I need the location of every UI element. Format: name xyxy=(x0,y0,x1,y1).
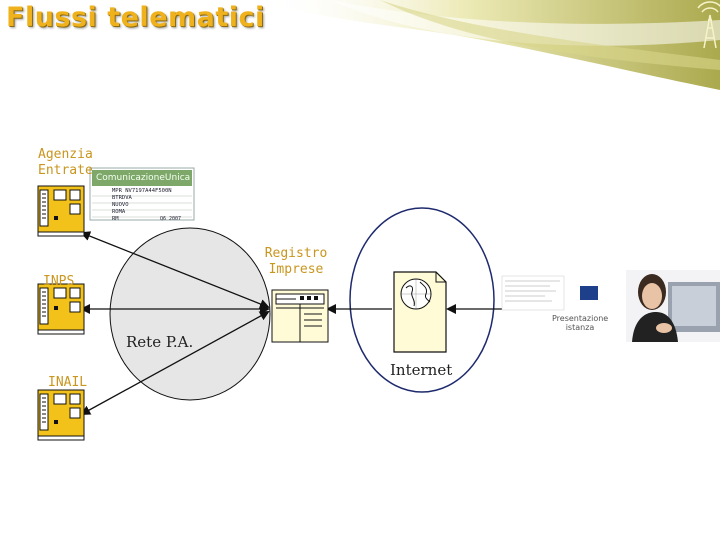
comunicazione-unica-title: ComunicazioneUnica xyxy=(92,170,192,186)
registro-imprese-label: Registro Imprese xyxy=(264,246,328,277)
cu-date: Q6 2007 xyxy=(160,216,182,222)
cu-field-5: RM xyxy=(112,216,119,222)
globe-document-icon xyxy=(393,271,447,353)
header-decoration xyxy=(260,0,720,90)
page-title: Flussi telematici xyxy=(6,2,265,33)
web-screen-screenshot xyxy=(501,275,598,311)
server-icon-inail xyxy=(37,389,85,441)
inps-label: INPS xyxy=(43,274,75,289)
antenna-icon xyxy=(697,1,720,49)
comunicazione-unica-fields: MPR NV7197A44F500N BTRDVA NUOVO ROMA RM xyxy=(112,188,192,223)
link-inail-registro xyxy=(80,311,270,415)
server-icon-agenzia xyxy=(37,185,85,237)
presentazione-label: Presentazione istanza xyxy=(552,314,609,332)
inail-label: INAIL xyxy=(48,375,88,390)
server-icon-inps xyxy=(37,283,85,335)
registro-imprese-icon xyxy=(271,289,329,343)
cu-field-2: BTRDVA xyxy=(112,195,132,201)
agenzia-entrate-label: Agenzia Entrate xyxy=(38,147,93,178)
person-photo xyxy=(626,270,720,342)
cu-field-3: NUOVO xyxy=(112,202,129,208)
internet-label: Internet xyxy=(390,361,453,379)
cu-field-4: ROMA xyxy=(112,209,126,215)
cu-field-1: MPR NV7197A44F500N xyxy=(112,188,172,194)
link-agenzia-registro xyxy=(80,231,270,309)
rete-pa-label: Rete P.A. xyxy=(126,333,194,351)
